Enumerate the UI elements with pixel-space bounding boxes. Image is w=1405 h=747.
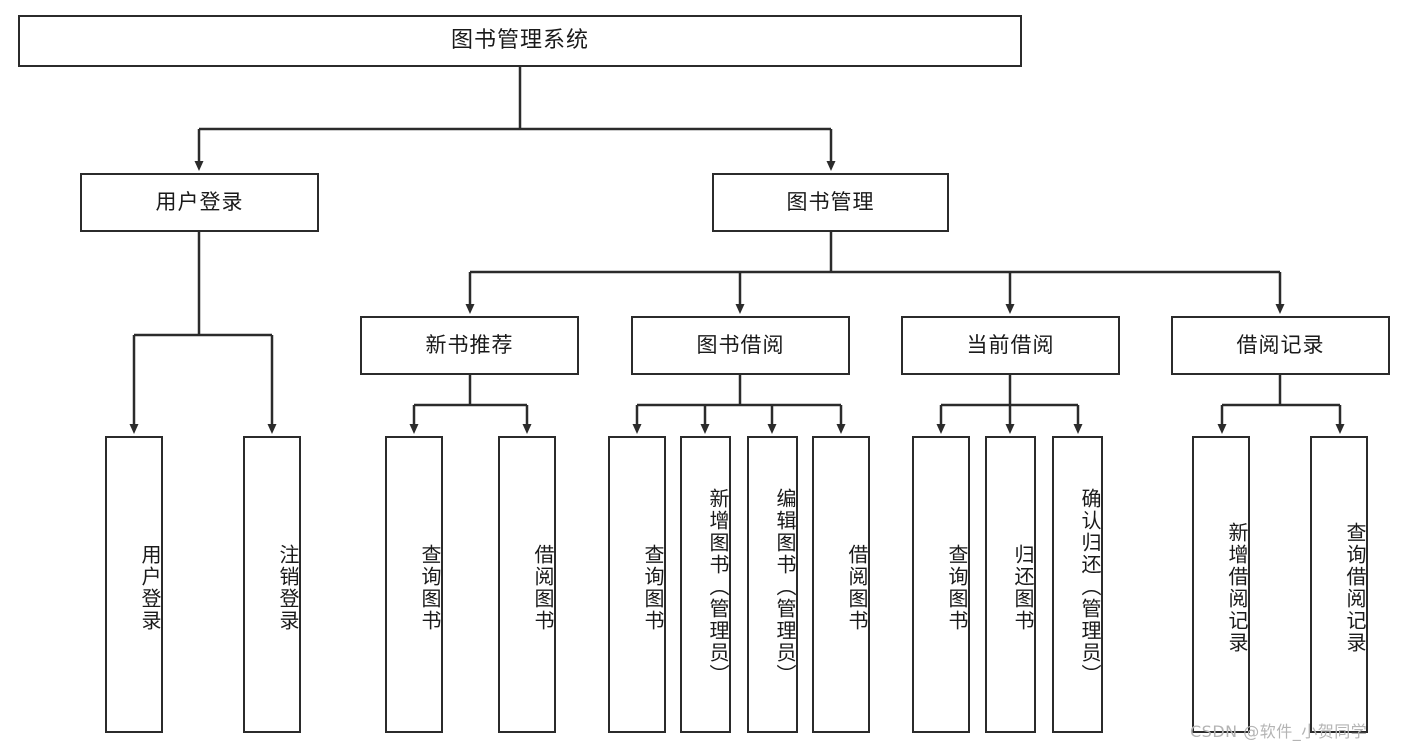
leaf-query-book-borrow[interactable]: 查询图书 bbox=[608, 436, 666, 733]
node-label: 归还图书 bbox=[1011, 543, 1035, 632]
node-label: 确认归还（管理员） bbox=[1078, 487, 1102, 686]
leaf-borrow-book-borrow[interactable]: 借阅图书 bbox=[812, 436, 870, 733]
node-label: 借阅图书 bbox=[845, 543, 869, 632]
leaf-borrow-book-recommend[interactable]: 借阅图书 bbox=[498, 436, 556, 733]
leaf-user-login[interactable]: 用户登录 bbox=[105, 436, 163, 733]
node-user-login[interactable]: 用户登录 bbox=[80, 173, 319, 232]
node-label: 用户登录 bbox=[138, 543, 162, 632]
leaf-query-borrow-record[interactable]: 查询借阅记录 bbox=[1310, 436, 1368, 733]
node-borrow-record[interactable]: 借阅记录 bbox=[1171, 316, 1390, 375]
watermark-text: CSDN @软件_小贺同学 bbox=[1190, 722, 1368, 741]
leaf-return-book[interactable]: 归还图书 bbox=[985, 436, 1036, 733]
leaf-logout-login[interactable]: 注销登录 bbox=[243, 436, 301, 733]
csdn-watermark: CSDN @软件_小贺同学 bbox=[1190, 718, 1367, 742]
leaf-edit-book-admin[interactable]: 编辑图书（管理员） bbox=[747, 436, 798, 733]
node-label: 新增图书（管理员） bbox=[706, 487, 730, 686]
node-label: 图书管理 bbox=[786, 189, 875, 214]
node-book-borrow[interactable]: 图书借阅 bbox=[631, 316, 850, 375]
node-new-book-rec[interactable]: 新书推荐 bbox=[360, 316, 579, 375]
leaf-query-book-recommend[interactable]: 查询图书 bbox=[385, 436, 443, 733]
node-label: 当前借阅 bbox=[966, 332, 1055, 357]
leaf-add-book-admin[interactable]: 新增图书（管理员） bbox=[680, 436, 731, 733]
node-book-manage[interactable]: 图书管理 bbox=[712, 173, 949, 232]
leaf-confirm-return-admin[interactable]: 确认归还（管理员） bbox=[1052, 436, 1103, 733]
leaf-query-book-current[interactable]: 查询图书 bbox=[912, 436, 970, 733]
node-label: 借阅图书 bbox=[531, 543, 555, 632]
node-label: 新增借阅记录 bbox=[1225, 521, 1249, 654]
node-label: 新书推荐 bbox=[425, 332, 514, 357]
node-label: 图书借阅 bbox=[696, 332, 785, 357]
node-label: 注销登录 bbox=[276, 543, 300, 632]
node-label: 用户登录 bbox=[155, 189, 244, 214]
node-label: 查询图书 bbox=[945, 543, 969, 632]
node-label: 借阅记录 bbox=[1236, 332, 1325, 357]
node-label: 图书管理系统 bbox=[450, 27, 589, 53]
leaf-add-borrow-record[interactable]: 新增借阅记录 bbox=[1192, 436, 1250, 733]
node-label: 查询图书 bbox=[418, 543, 442, 632]
node-label: 查询借阅记录 bbox=[1343, 521, 1367, 654]
node-label: 查询图书 bbox=[641, 543, 665, 632]
node-current-borrow[interactable]: 当前借阅 bbox=[901, 316, 1120, 375]
node-root-system[interactable]: 图书管理系统 bbox=[18, 15, 1022, 67]
node-label: 编辑图书（管理员） bbox=[773, 487, 797, 686]
